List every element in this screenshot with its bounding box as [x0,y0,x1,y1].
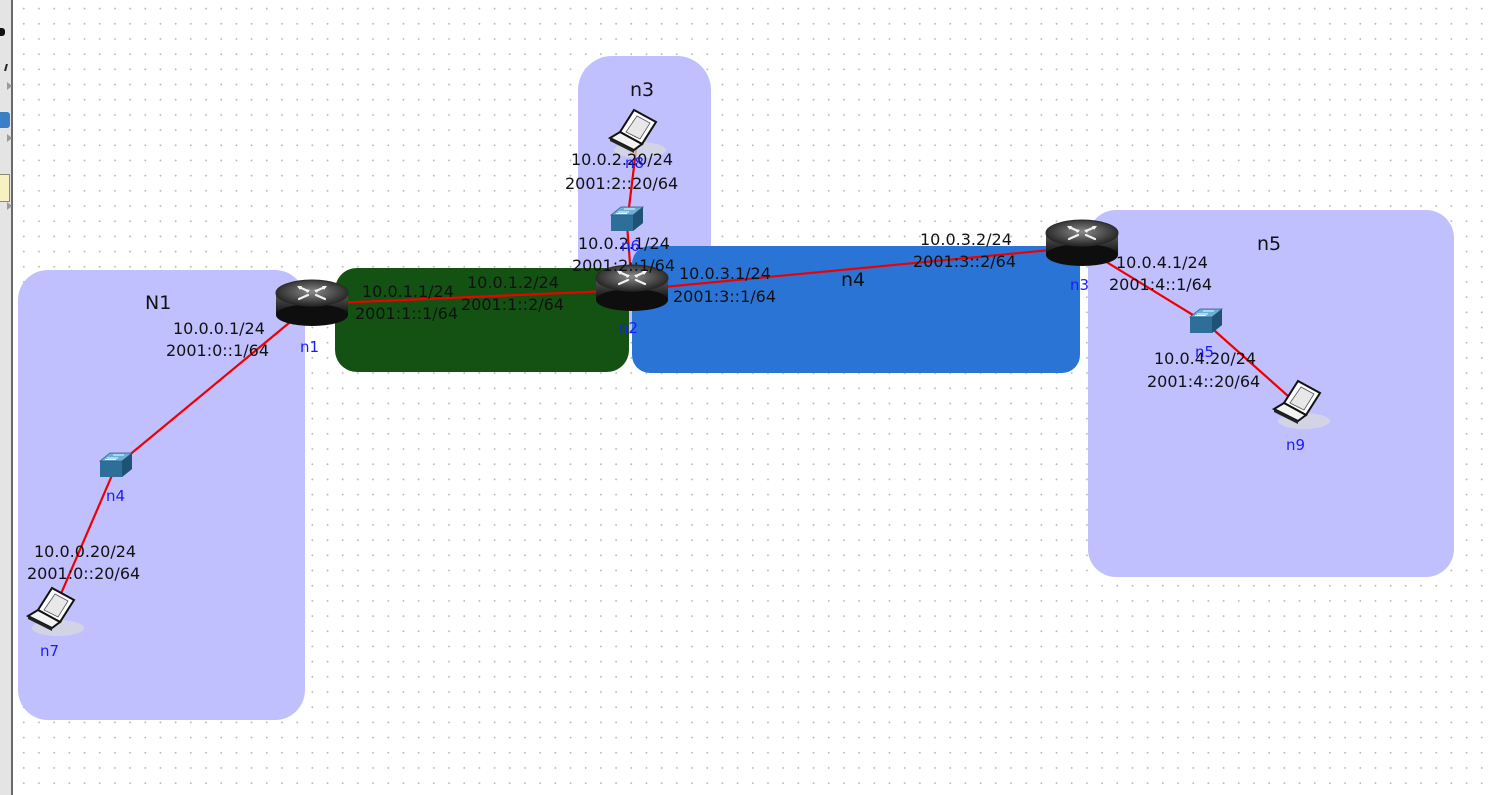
addr-label: 2001:1::2/64 [461,295,564,314]
addr-label: 10.0.0.1/24 [173,319,265,338]
addr-label: 2001:0::1/64 [166,341,269,360]
node-label-n7: n7 [40,642,59,660]
area-label-n1: N1 [145,292,171,314]
expand-arrow-icon [7,82,12,90]
addr-label: 2001:2::20/64 [565,174,678,193]
area-label-n4: n4 [841,269,865,291]
addr-label: 10.0.2.1/24 [578,234,670,253]
addr-label: 10.0.3.1/24 [679,264,771,283]
annotation-tool-icon [0,174,10,202]
area-label-n5: n5 [1257,233,1281,255]
select-tool-button[interactable] [0,22,11,44]
router-icon [1044,218,1120,268]
area-n5[interactable] [1088,210,1454,577]
select-tool-icon [0,28,5,36]
node-label-n2: n2 [619,319,638,337]
addr-label: 10.0.1.1/24 [362,282,454,301]
node-label-n3: n3 [1070,276,1089,294]
network-tool-icon [0,112,10,128]
link-n5-n9[interactable] [1205,322,1298,405]
toolbar [0,0,13,795]
area-n4[interactable] [632,246,1080,373]
link-n2-n3[interactable] [631,245,1083,292]
addr-label: 10.0.2.20/24 [571,150,673,169]
router-n3[interactable] [1044,218,1120,268]
addr-label: 2001:4::1/64 [1109,275,1212,294]
node-label-n8: n8 [625,154,644,172]
area-label-n3: n3 [630,79,654,101]
addr-label: 2001:1::1/64 [355,304,458,323]
addr-label: 10.0.0.20/24 [34,542,136,561]
link-n4-n7[interactable] [52,465,118,611]
expand-arrow-icon [7,134,12,142]
link-n1-n2[interactable] [311,288,633,306]
router-n1[interactable] [274,278,350,328]
router-icon [274,278,350,328]
addr-label: 2001:2::1/64 [572,256,675,275]
addr-label: 10.0.4.20/24 [1154,349,1256,368]
addr-label: 2001:0::20/64 [27,564,140,583]
addr-label: 10.0.3.2/24 [920,230,1012,249]
addr-label: 10.0.4.1/24 [1116,253,1208,272]
node-label-n5: n5 [1195,343,1214,361]
node-label-n1: n1 [300,338,319,356]
network-tool-button[interactable] [0,110,12,142]
link-tool-button[interactable] [0,62,12,90]
addr-label: 10.0.1.2/24 [467,273,559,292]
area-n1[interactable] [18,270,305,720]
addr-label: 2001:3::2/64 [913,252,1016,271]
node-label-n6: n6 [621,237,640,255]
addr-label: 2001:3::1/64 [673,287,776,306]
addr-label: 2001:4::20/64 [1147,372,1260,391]
link-n1-n4[interactable] [115,303,313,467]
annotation-tool-button[interactable] [0,174,12,210]
expand-arrow-icon [7,202,12,210]
node-label-n4: n4 [106,487,125,505]
node-label-n9: n9 [1286,436,1305,454]
